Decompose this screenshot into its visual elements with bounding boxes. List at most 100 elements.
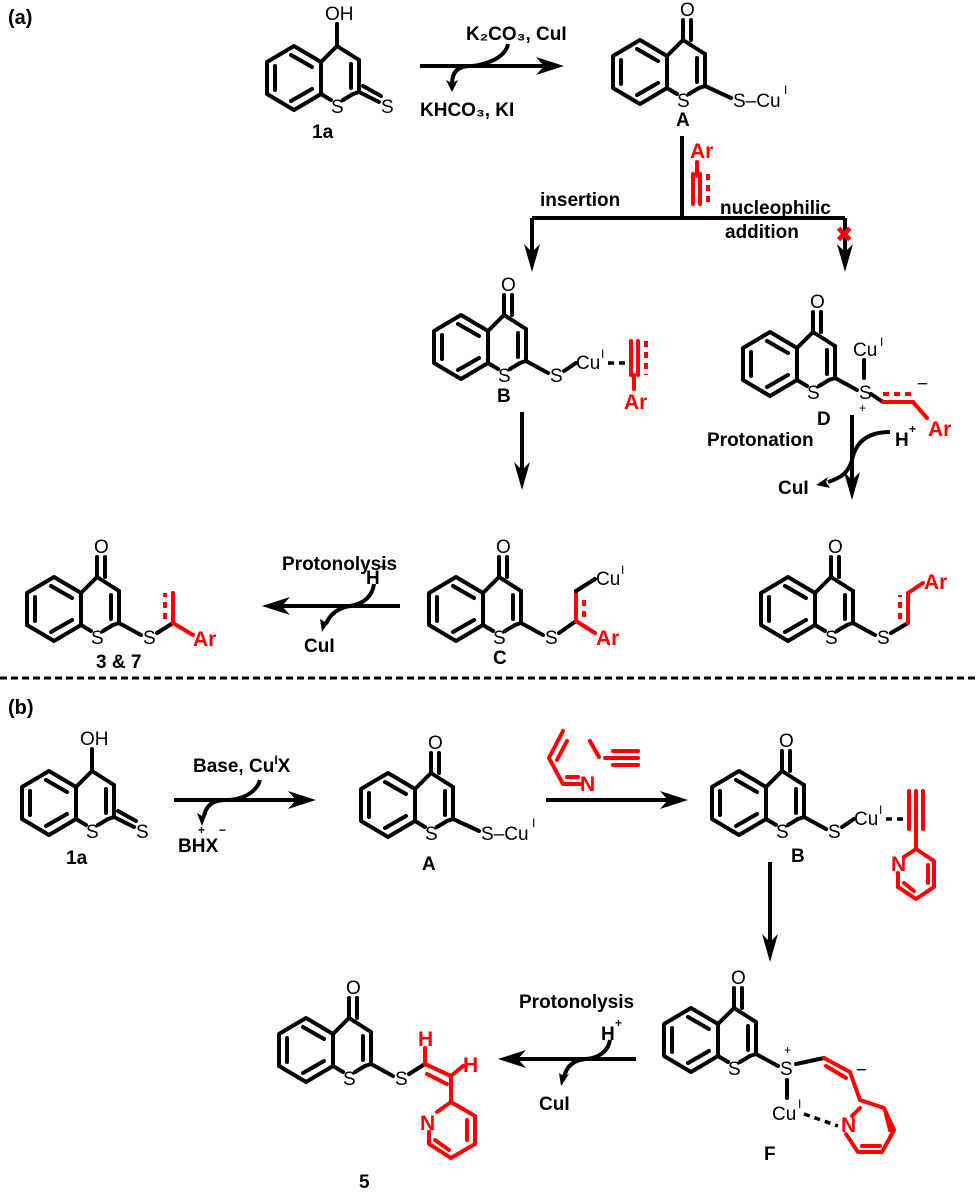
ring-sulfur: S — [86, 822, 99, 843]
compound-id-1a: 1a — [312, 122, 334, 143]
protonolysis-label-a: Protonolysis — [282, 554, 397, 575]
compound-1a-a: OH S S — [265, 4, 394, 118]
ring-sulfur: S — [343, 1069, 356, 1090]
aryl-label: Ar — [193, 628, 216, 651]
cu-oxidation-state: I — [880, 335, 883, 349]
oh-group: OH — [80, 729, 109, 750]
carbonyl-oxygen: O — [680, 0, 695, 21]
ring-sulfur: S — [807, 383, 820, 404]
branch-label-nucleophilic: nucleophilic — [720, 198, 831, 219]
protonolysis-H-a: H — [366, 568, 380, 589]
aryl-alkyne-reagent: Ar — [690, 140, 713, 206]
protonolysis-arrow-a — [262, 583, 400, 632]
aryl-label: Ar — [624, 391, 647, 414]
compound-3-and-7: O S S Ar — [25, 537, 216, 651]
ring-sulfur: S — [331, 97, 344, 118]
ring-sulfur: S — [728, 1059, 741, 1080]
sulfonium-sulfur: S — [859, 383, 872, 404]
positive-charge: + — [784, 1043, 791, 1057]
arrow-B-to-C — [514, 462, 530, 490]
copper-atom: Cu — [854, 809, 878, 830]
cu-oxidation-state: I — [879, 803, 882, 817]
byproduct-bhx: BHX — [178, 836, 218, 857]
link-sulfur: S — [550, 366, 563, 387]
link-sulfur: S — [395, 1069, 408, 1090]
protonolysis-arrow-b — [498, 1039, 636, 1086]
ring-sulfur: S — [825, 628, 838, 649]
ring-sulfur: S — [425, 824, 438, 845]
reagent-base-cux: Base, CuIX — [193, 753, 291, 777]
compound-id-1a-b: 1a — [66, 848, 88, 869]
compound-A-a: O S S–Cu I — [611, 0, 787, 112]
compound-B-a: O S S Cu I Ar — [432, 275, 648, 414]
bhx-plus: + — [198, 823, 205, 837]
branch-label-insertion: insertion — [540, 190, 620, 211]
copper-atom: Cu — [853, 340, 877, 361]
compound-id-C: C — [493, 648, 507, 669]
carbonyl-oxygen: O — [496, 537, 511, 558]
carbonyl-oxygen: O — [731, 968, 746, 989]
pyridine-nitrogen: N — [891, 853, 906, 876]
copper-atom: Cu — [596, 569, 620, 590]
sulfonium-sulfur: S — [780, 1059, 793, 1080]
carbonyl-oxygen: O — [501, 275, 516, 296]
ethynylpyridine-reagent: N — [546, 729, 688, 809]
protonolysis-charge-b: + — [615, 1016, 622, 1030]
byproduct-khco3-ki: KHCO₃, KI — [420, 100, 514, 121]
oh-group: OH — [325, 4, 354, 25]
aryl-label: Ar — [928, 418, 951, 441]
proton-H: H — [895, 430, 909, 451]
branch-arrows — [524, 136, 853, 272]
compound-id-A-b: A — [422, 854, 436, 875]
pyridine-nitrogen: N — [580, 773, 595, 796]
reagent-k2co3-cui: K₂CO₃, CuI — [466, 24, 567, 45]
arrow-B-to-F — [762, 934, 778, 962]
carbonyl-oxygen: O — [810, 292, 825, 313]
ring-sulfur: S — [91, 628, 104, 649]
protonation-arrow — [816, 415, 891, 500]
protonolysis-label-b: Protonolysis — [519, 992, 634, 1013]
ring-sulfur: S — [498, 366, 511, 387]
protonolysis-released-b: CuI — [539, 1094, 570, 1115]
ring-sulfur: S — [776, 822, 789, 843]
blocked-pathway-icon: ✖ — [835, 223, 853, 248]
step1-arrow-b — [174, 779, 316, 826]
copper-atom: Cu — [772, 1104, 796, 1125]
compound-1a-b: OH S S — [20, 729, 149, 843]
aryl-label: Ar — [596, 627, 619, 650]
cu-oxidation-state: I — [798, 1097, 801, 1111]
positive-charge: + — [859, 401, 866, 415]
compound-id-D: D — [817, 409, 831, 430]
compound-C: O S S Cu I Ar — [427, 537, 624, 650]
compound-id-A: A — [676, 110, 690, 131]
link-sulfur: S — [143, 628, 156, 649]
compound-5: O S S H H N — [277, 978, 478, 1160]
ring-sulfur: S — [677, 91, 690, 112]
protonolysis-released-a: CuI — [304, 636, 335, 657]
compound-B-b: O S S Cu I N — [710, 731, 936, 901]
compound-id-F: F — [764, 1144, 776, 1165]
protonolysis-H-b: H — [601, 1024, 615, 1045]
compound-id-3-and-7: 3 & 7 — [96, 652, 141, 673]
carbonyl-oxygen: O — [94, 537, 109, 558]
alkyne-aryl-label: Ar — [690, 140, 713, 163]
compound-id-B-b: B — [791, 846, 805, 867]
cu-oxidation-state: I — [532, 816, 535, 830]
compound-product-right: O S S Ar — [759, 537, 947, 649]
compound-F: O S S + − N Cu I — [662, 968, 896, 1154]
pyridine-nitrogen: N — [420, 1112, 435, 1135]
protonolysis-charge-a: + — [380, 560, 387, 574]
proton-charge: + — [909, 422, 916, 436]
negative-charge: − — [917, 374, 928, 395]
link-sulfur: S — [828, 822, 841, 843]
compound-A-b: O S S–Cu I — [359, 733, 535, 845]
thione-sulfur: S — [381, 97, 394, 118]
panel-b-label: (b) — [8, 697, 34, 719]
ring-sulfur: S — [493, 628, 506, 649]
compound-id-B: B — [497, 386, 511, 407]
panel-a-label: (a) — [8, 7, 32, 29]
compound-D: O S S Cu I + − Ar — [741, 292, 951, 441]
thione-sulfur: S — [136, 822, 149, 843]
